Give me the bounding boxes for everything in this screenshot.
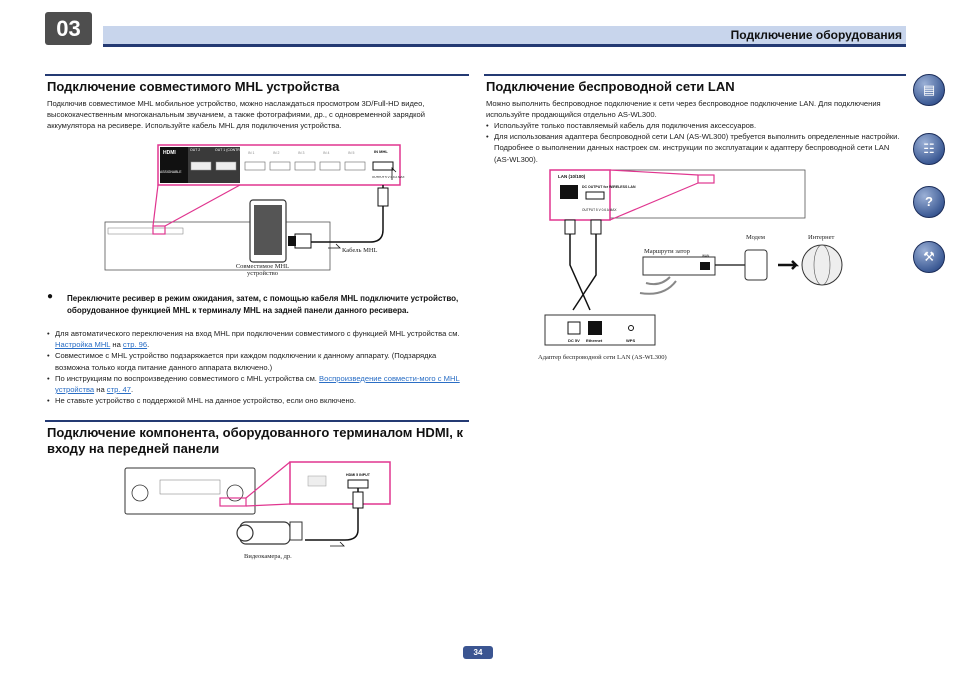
page-47-link[interactable]: стр. 47 (106, 385, 131, 395)
lan-intro: Можно выполнить беспроводное подключение… (486, 99, 881, 120)
mhl-output-label: OUTPUT 5 V 0.9 A MAX (372, 175, 404, 179)
dc5v-label: DC 5V (568, 338, 580, 343)
hdmi5-label: HDMI 5 INPUT (346, 473, 371, 477)
adapter-caption: Адаптер беспроводной сети LAN (AS-WL300) (538, 354, 667, 361)
wps-label: WPS (626, 338, 635, 343)
header-bar (103, 26, 906, 47)
remote-icon[interactable]: ☷ (913, 133, 945, 165)
camcorder-caption: Видеокамера, др. (244, 553, 292, 560)
mhl-intro: Подключив совместимое MHL мобильное устр… (47, 99, 426, 131)
chapter-number: 03 (45, 12, 92, 45)
lan-note-1: Используйте только поставляемый кабель д… (486, 120, 901, 131)
receiver-rear-lan (604, 169, 806, 219)
mhl-step: ● Переключите ресивер в режим ожидания, … (47, 291, 467, 317)
assignable-label: ASSIGNABLE (160, 170, 182, 174)
page-96-link[interactable]: стр. 96 (122, 340, 148, 350)
tools-icon[interactable]: ⚒ (913, 241, 945, 273)
router (642, 256, 716, 276)
wan-label: WAN (702, 254, 710, 258)
lan-output-label: OUTPUT 5 V 0.6 A MAX (582, 208, 617, 212)
mhl-port-highlight (152, 225, 166, 235)
question-icon[interactable]: ? (913, 186, 945, 218)
front-hdmi-highlight (219, 497, 247, 507)
dc-output-label: DC OUTPUT for WIRELESS LAN (582, 185, 636, 189)
ethernet-cable (569, 225, 591, 311)
hdmi-section-rule (45, 420, 469, 422)
mhl-cable (310, 185, 384, 243)
book-icon[interactable]: ▤ (913, 74, 945, 106)
in3-label: IN 3 (298, 151, 304, 155)
mhl-note-2: Совместимое с MHL устройство подзаряжает… (47, 350, 467, 372)
out2-label: OUT 2 (190, 148, 200, 152)
magnified-front-panel (289, 461, 391, 505)
modem-caption: Модем (746, 234, 765, 241)
mhl-note-3: По инструкциям по воспроизведению совмес… (47, 373, 467, 395)
router-caption: Маршрути затор (644, 248, 690, 255)
internet-globe (801, 244, 843, 286)
hdmi-label: HDMI (163, 150, 176, 156)
mhl-step-text: Переключите ресивер в режим ожидания, за… (67, 294, 459, 315)
mhl-note-4: Не ставьте устройство с поддержкой MHL н… (47, 395, 467, 406)
header-title: Подключение оборудования (730, 28, 902, 42)
in2-label: IN 2 (273, 151, 279, 155)
lan-note-2: Для использования адаптера беспроводной … (486, 131, 901, 165)
lan-section-title: Подключение беспроводной сети LAN (486, 79, 735, 94)
internet-caption: Интернет (808, 234, 835, 241)
hdmi-cable (305, 488, 359, 541)
out1-label: OUT 1 (CONTROL) (215, 148, 246, 152)
ethernet-label: Ethernet (586, 338, 603, 343)
mhl-connection-figure: HDMI ASSIGNABLE OUT 2 OUT 1 (CONTROL) IN… (104, 144, 404, 271)
mhl-note-1: Для автоматического переключения на вход… (47, 328, 467, 350)
hdmi-front-figure: HDMI 5 INPUT (124, 461, 391, 547)
lan-connection-figure: LAN (10/100) DC OUTPUT for WIRELESS LAN … (544, 169, 843, 346)
lan-notes: Используйте только поставляемый кабель д… (486, 120, 901, 165)
page-number: 34 (463, 646, 493, 659)
mhl-in-label: IN MHL (374, 149, 388, 154)
in4-label: IN 4 (323, 151, 329, 155)
in1-label: IN 1 (248, 151, 254, 155)
hdmi-section-title: Подключение компонента, оборудованного т… (47, 425, 463, 456)
power-cable (572, 225, 597, 311)
mhl-section-rule (45, 74, 469, 76)
lan-section-rule (484, 74, 906, 76)
mhl-playback-link[interactable]: Воспроизведение совмести-мого с MHL устр… (55, 373, 460, 395)
in5-label: IN 5 (348, 151, 354, 155)
mhl-cable-caption: Кабель MHL (342, 247, 378, 254)
mhl-device-caption: Совместимое MHL устройство (235, 263, 290, 277)
mhl-section-title: Подключение совместимого MHL устройства (47, 79, 340, 94)
modem (744, 249, 768, 281)
lan-port-label: LAN (10/100) (558, 174, 586, 179)
mhl-notes: Для автоматического переключения на вход… (47, 328, 467, 407)
mhl-setup-link[interactable]: Настройка MHL (55, 340, 111, 350)
receiver-front (124, 467, 256, 515)
